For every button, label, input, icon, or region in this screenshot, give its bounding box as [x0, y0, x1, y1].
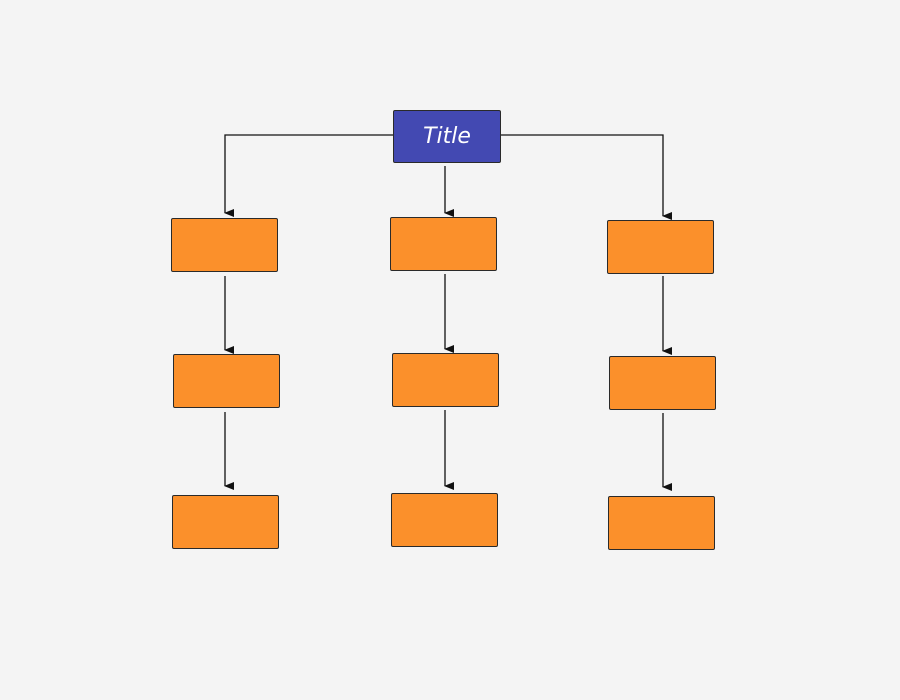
node-col3-row3[interactable] [608, 496, 715, 550]
title-node[interactable]: Title [393, 110, 501, 163]
node-col3-row2[interactable] [609, 356, 716, 410]
node-col2-row1[interactable] [390, 217, 497, 271]
node-col2-row2[interactable] [392, 353, 499, 407]
node-col1-row3[interactable] [172, 495, 279, 549]
node-col1-row2[interactable] [173, 354, 280, 408]
node-col2-row3[interactable] [391, 493, 498, 547]
title-label: Title [423, 124, 471, 149]
node-col3-row1[interactable] [607, 220, 714, 274]
node-col1-row1[interactable] [171, 218, 278, 272]
